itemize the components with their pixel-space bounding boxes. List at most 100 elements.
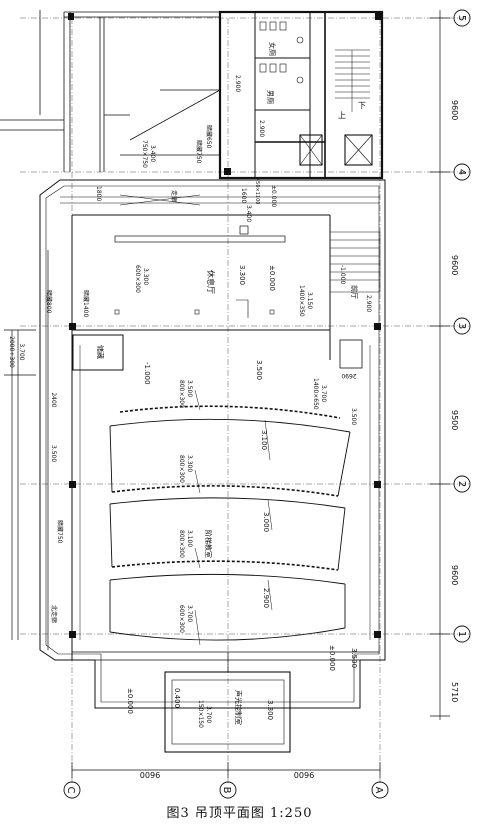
axis-bubbles-letters: [63, 781, 389, 799]
axis-A: A: [373, 787, 384, 794]
panel-d: 600×300: [178, 605, 185, 633]
top-left-building: [0, 10, 221, 172]
panel-b: 800×300: [178, 455, 185, 483]
proj-floor-elev: 0.400: [173, 688, 181, 708]
lobby-floor-elev: ±0.000: [268, 265, 276, 291]
bottom-dimension-line: [71, 762, 381, 778]
door-box: [339, 339, 363, 369]
grille-1400x650: 1400×650: [312, 378, 319, 410]
top-750-label: 750×750: [141, 140, 148, 168]
dim-left-3700: 3.700: [18, 343, 25, 360]
women-wc-label: 女厕: [268, 42, 277, 56]
dim-right-3: 9500: [450, 410, 459, 430]
corr-3400-label: 3.400: [245, 205, 252, 222]
dim-bottom-1: 9600: [140, 770, 160, 779]
columns: [69, 168, 381, 638]
hall-3500-elev: 3.500: [255, 360, 263, 380]
axis-3: 3: [456, 323, 467, 329]
top-2900-label: 2.900: [234, 75, 241, 92]
front-hall-ceiling: 2.900: [365, 295, 372, 312]
ceiling-plan-drawing: 9600 9600 9500 9600 5710 5 4 3 2 1 9600 …: [0, 9, 471, 799]
dim-1800-label: 1800: [95, 186, 102, 201]
bottom-floor-elev: ±0.000: [328, 645, 336, 671]
left-3500-elev: 3.500: [50, 445, 57, 462]
axis-4: 4: [456, 169, 467, 175]
panel-d-h: 3.700: [186, 605, 193, 622]
lobby-panel-h: 3.300: [142, 268, 149, 285]
grille-1400x350: 1400×350: [298, 285, 305, 317]
service-core: [218, 10, 384, 180]
top-2900b-label: 2.900: [258, 120, 265, 137]
viewing-room-label: 阶梯教室: [204, 530, 213, 558]
projection-room-label: 声光控制室: [234, 690, 243, 725]
left-grille-1400: 暗藏1400: [82, 290, 90, 317]
dim-right-5: 5710: [450, 682, 459, 702]
panel-c-h: 3.100: [186, 530, 193, 547]
right-dimension-line: [430, 10, 450, 720]
lobby-lights: [114, 299, 275, 318]
axis-2: 2: [456, 481, 467, 487]
hall-leaders: [194, 389, 273, 646]
hall-2900-elev: 2.900: [262, 588, 270, 608]
column: [375, 13, 381, 20]
dim-right-1: 9600: [450, 100, 459, 120]
north-corridor-label: 北走廊: [50, 605, 58, 623]
grille-650-label: 暗藏650: [205, 125, 213, 149]
dim-bottom-2: 9600: [294, 770, 314, 779]
hall-curved-panels: [79, 345, 371, 641]
panel-c: 800×300: [178, 530, 185, 558]
dim-450-label: 450×1100: [254, 178, 260, 204]
panel-b-h: 3.300: [186, 455, 193, 472]
stair-up-label: 上: [338, 111, 346, 120]
bottom-ceiling-elev: 3.500: [350, 648, 358, 668]
dim-2690: 2690: [341, 372, 356, 379]
grille-150: 150×150: [197, 700, 204, 728]
left-grille-800: 暗藏800: [45, 290, 53, 314]
lobby-ceiling-elev: 3.300: [238, 265, 246, 285]
men-wc-label: 男厕: [266, 90, 274, 104]
grille-750-label: 暗藏750: [195, 140, 203, 164]
dim-right-2: 9600: [450, 255, 459, 275]
lobby-ceiling-strip: [114, 225, 286, 243]
top-zero-label: ±0.000: [270, 185, 277, 207]
storage-label: 储藏: [96, 345, 105, 359]
dim-1600-label: 1600: [240, 188, 247, 203]
grille-150-h: 3.700: [205, 706, 212, 723]
hall-3000-elev: 3.000: [262, 512, 270, 532]
stair: [335, 49, 370, 112]
right-3500-elev: 3.500: [350, 408, 357, 425]
left-bottom-floor-elev: ±0.000: [126, 688, 134, 714]
top-corridor: [60, 194, 380, 206]
front-hall-label: 前厅: [350, 285, 359, 299]
axis-5: 5: [456, 15, 467, 21]
dim-left-2400: 2400: [50, 392, 57, 407]
axis-bubbles-numbers: [453, 9, 471, 643]
dim-left-2000: 2000+300: [8, 336, 15, 368]
main-building-outline: [39, 179, 386, 709]
left-outer-wall: [4, 250, 49, 650]
grille-1400x350-h: 3.150: [306, 292, 313, 309]
lobby-panel: 600×300: [134, 265, 141, 293]
axis-B: B: [221, 787, 232, 794]
panel-a-h: 3.500: [186, 380, 193, 397]
axis-C: C: [65, 787, 76, 794]
toilet-fixtures: [259, 21, 304, 84]
axis-1: 1: [456, 631, 467, 637]
hall-3100-elev: 3.100: [260, 430, 268, 450]
dim-right-4: 9600: [450, 565, 459, 585]
stair-down-label: 下: [358, 101, 366, 110]
front-hall-floor: -1.000: [339, 265, 346, 285]
grid-lines: [20, 17, 470, 785]
top-750-h: 3.400: [149, 145, 156, 162]
panel-a: 800×300: [178, 380, 185, 408]
hall-minus-elev: -1.000: [143, 362, 151, 385]
bottom-strip: [72, 651, 380, 753]
left-grille-750: 暗藏750: [56, 520, 64, 544]
lobby-label: 休息厅: [206, 270, 216, 294]
entrance-steps: [329, 231, 381, 293]
corridor-label: 走廊: [170, 190, 178, 202]
column: [68, 13, 74, 20]
grille-1400x650-h: 3.700: [320, 385, 327, 402]
proj-ceiling-elev: 3.300: [266, 700, 274, 720]
figure-caption: 图3 吊顶平面图 1:250: [166, 806, 313, 821]
